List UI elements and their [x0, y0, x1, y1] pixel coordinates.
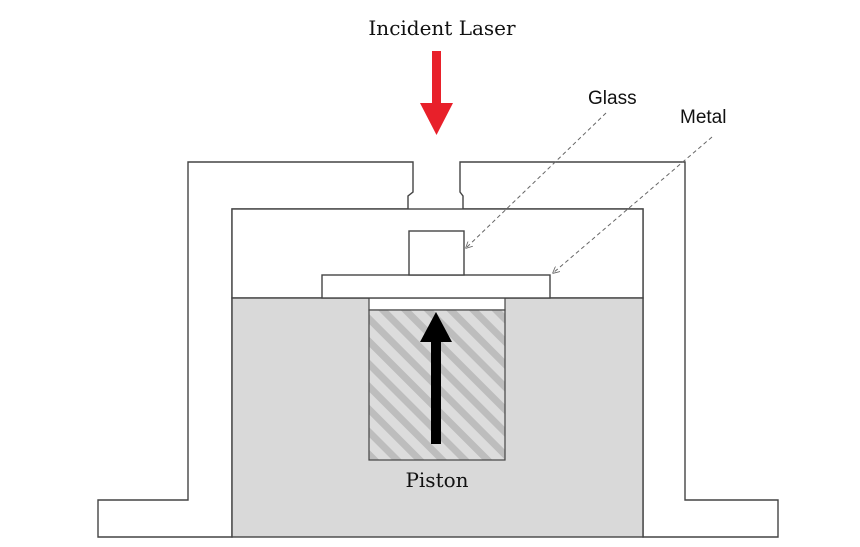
piston-bore — [368, 297, 506, 311]
glass-block — [408, 230, 465, 276]
glass-leader — [466, 112, 607, 248]
up-arrow-icon — [420, 312, 452, 444]
piston-label: Piston — [405, 468, 468, 492]
down-arrow-icon — [420, 51, 453, 135]
metal-plate — [321, 274, 551, 299]
incident-laser-label: Incident Laser — [368, 16, 516, 40]
glass-label: Glass — [588, 88, 637, 109]
metal-label: Metal — [680, 107, 726, 128]
